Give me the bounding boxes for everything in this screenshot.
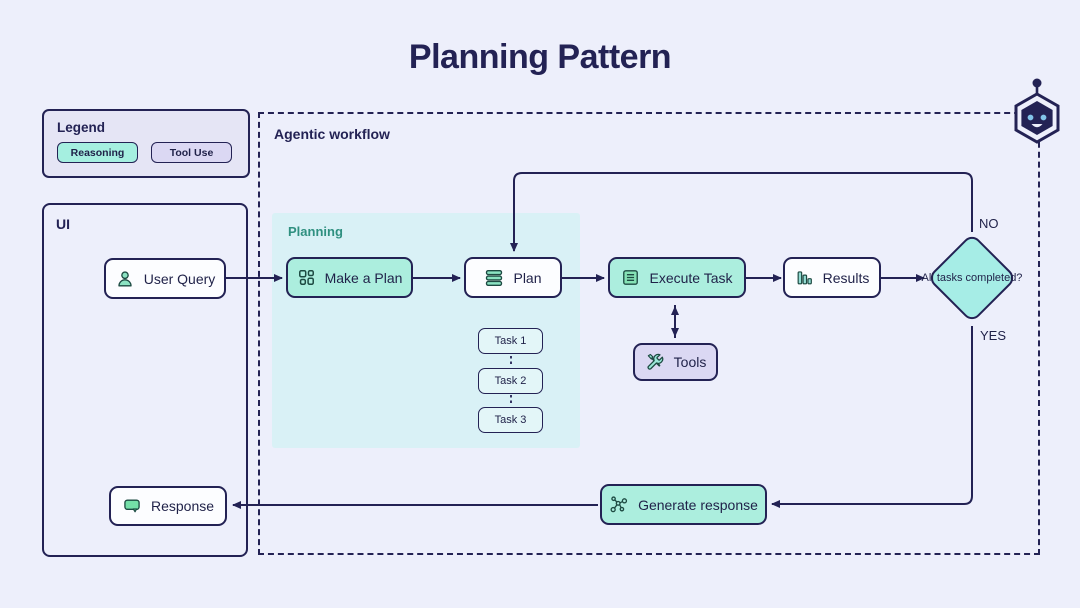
decision-yes-label: YES — [980, 328, 1007, 343]
legend-chip-row: Reasoning Tool Use — [57, 142, 235, 163]
legend-chip-tool-use: Tool Use — [151, 142, 232, 163]
plan-label: Plan — [513, 269, 542, 286]
chat-bubble-icon — [122, 496, 142, 516]
task-1-label: Task 1 — [494, 335, 527, 347]
generate-response-label: Generate response — [638, 496, 758, 513]
legend-chip-tool-use-label: Tool Use — [169, 146, 214, 159]
decision-question: All tasks completed? — [921, 271, 1023, 284]
legend-chip-reasoning: Reasoning — [57, 142, 138, 163]
agentic-workflow-title: Agentic workflow — [274, 126, 390, 142]
user-query-node: User Query — [104, 258, 226, 299]
agentic-workflow-panel — [258, 112, 1040, 555]
robot-icon — [1007, 74, 1067, 163]
page-title: Planning Pattern — [408, 38, 672, 76]
network-icon — [609, 495, 629, 515]
tools-node: Tools — [633, 343, 718, 381]
task-item-3: Task 3 — [478, 407, 543, 433]
make-a-plan-label: Make a Plan — [324, 269, 403, 286]
decision-no-label: NO — [979, 216, 999, 231]
task-list-icon — [621, 268, 640, 287]
execute-task-label: Execute Task — [649, 269, 733, 286]
legend-title: Legend — [57, 120, 106, 135]
legend-chip-reasoning-label: Reasoning — [70, 146, 125, 159]
generate-response-node: Generate response — [600, 484, 767, 525]
plan-node: Plan — [464, 257, 562, 298]
task-item-1: Task 1 — [478, 328, 543, 354]
task-3-label: Task 3 — [494, 414, 527, 426]
bar-chart-icon — [795, 268, 814, 287]
tools-label: Tools — [673, 354, 707, 370]
user-icon — [115, 269, 135, 289]
make-a-plan-node: Make a Plan — [286, 257, 413, 298]
legend-panel: Legend Reasoning Tool Use — [42, 109, 250, 178]
stacked-list-icon — [484, 268, 504, 288]
ui-panel — [42, 203, 248, 557]
tools-icon — [645, 352, 665, 372]
response-node: Response — [109, 486, 227, 526]
results-label: Results — [822, 269, 870, 286]
response-label: Response — [150, 498, 215, 514]
task-2-label: Task 2 — [494, 375, 527, 387]
ui-panel-title: UI — [56, 216, 70, 232]
planning-region-label: Planning — [288, 224, 343, 239]
user-query-label: User Query — [143, 270, 216, 287]
results-node: Results — [783, 257, 881, 298]
execute-task-node: Execute Task — [608, 257, 746, 298]
task-item-2: Task 2 — [478, 368, 543, 394]
layout-grid-icon — [297, 268, 316, 287]
